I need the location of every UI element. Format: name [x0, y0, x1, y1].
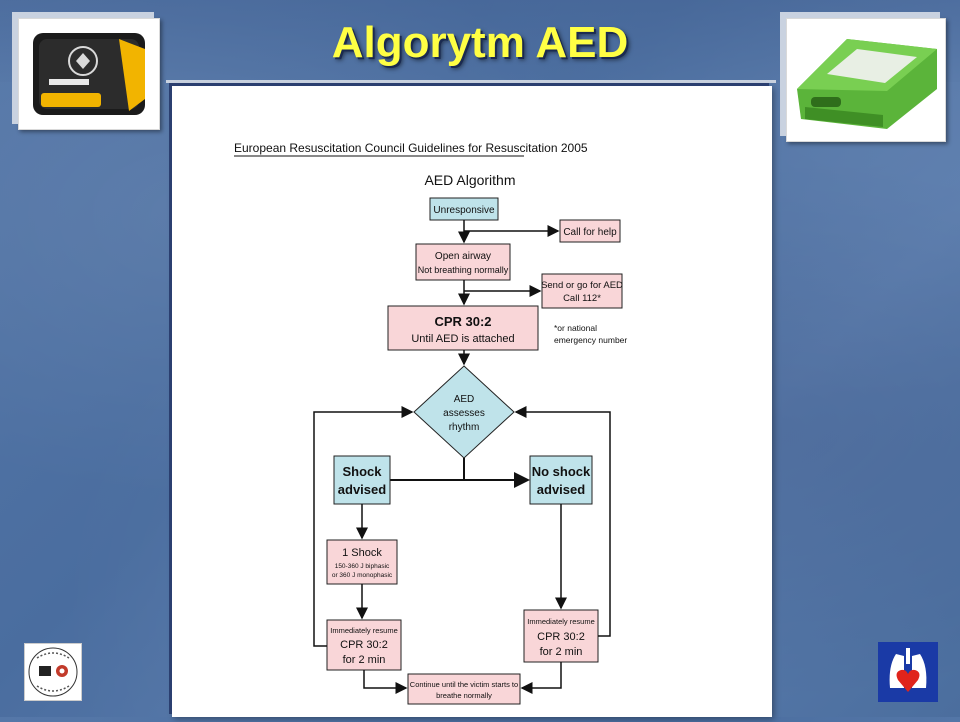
loop-right-to-aed	[514, 406, 611, 637]
cpr-until-aed-box	[387, 305, 539, 351]
polska-rada-resuscytacji-logo	[24, 643, 82, 701]
zoll-aed-icon	[797, 39, 937, 129]
cpr-line2: Until AED is attached	[411, 333, 514, 345]
continue-line2: breathe normally	[436, 691, 492, 700]
shock-line2: advised	[338, 482, 386, 497]
aed-line2: assesses	[443, 408, 485, 419]
aed-line1: AED	[454, 394, 475, 405]
send-aed-line1: Send or go for AED	[541, 280, 623, 291]
arrow-left-to-continue	[363, 670, 408, 694]
call-for-help-box	[559, 219, 621, 243]
noshock-line2: advised	[537, 482, 585, 497]
shock-advised-box	[333, 455, 391, 505]
resume-left-line2: CPR 30:2	[340, 639, 388, 651]
send-aed-line2: Call 112*	[563, 293, 601, 304]
zoll-aed-photo	[786, 18, 946, 142]
resume-right-line3: for 2 min	[540, 646, 583, 658]
noshock-line1: No shock	[532, 464, 591, 479]
one-shock-box	[326, 539, 398, 585]
title-divider	[166, 80, 776, 83]
resuscitation-council-logo-icon	[28, 647, 78, 697]
resume-left-line1: Immediately resume	[330, 626, 398, 635]
resume-cpr-right-box	[523, 609, 599, 663]
algorithm-title: AED Algorithm	[424, 172, 515, 188]
open-airway-line1: Open airway	[435, 251, 491, 262]
slide-title: Algorytm AED	[331, 18, 629, 67]
resume-left-line3: for 2 min	[343, 654, 386, 666]
open-airway-box	[415, 243, 511, 281]
lifepak-aed-icon	[33, 33, 145, 115]
shock-line1: Shock	[342, 464, 382, 479]
open-airway-line2: Not breathing normally	[418, 265, 509, 275]
resume-cpr-left-box	[326, 619, 402, 671]
aed-algorithm-flowchart: European Resuscitation Council Guideline…	[234, 141, 627, 705]
call-for-help-label: Call for help	[563, 227, 617, 238]
document-panel: European Resuscitation Council Guideline…	[172, 86, 772, 717]
resume-right-line1: Immediately resume	[527, 617, 595, 626]
one-shock-line2: 150-360 J biphasic	[335, 563, 390, 570]
guidelines-header: European Resuscitation Council Guideline…	[234, 141, 588, 155]
footnote-line2: emergency number	[554, 335, 627, 345]
arrow-right-to-continue	[520, 662, 562, 694]
lifepak-aed-photo	[18, 18, 160, 130]
send-aed-box	[541, 273, 623, 309]
one-shock-line3: or 360 J monophasic	[332, 572, 393, 579]
heart-lungs-logo	[878, 642, 938, 702]
heart-lungs-icon	[889, 648, 927, 692]
aed-line3: rhythm	[449, 422, 480, 433]
no-shock-advised-box	[529, 455, 593, 505]
loop-left-to-aed	[313, 406, 414, 647]
continue-box	[407, 673, 521, 705]
continue-line1: Continue until the victim starts to	[410, 680, 518, 689]
unresponsive-label: Unresponsive	[433, 205, 495, 216]
cpr-line1: CPR 30:2	[434, 314, 491, 329]
resume-right-line2: CPR 30:2	[537, 631, 585, 643]
footnote-line1: *or national	[554, 323, 597, 333]
one-shock-line1: 1 Shock	[342, 547, 382, 559]
